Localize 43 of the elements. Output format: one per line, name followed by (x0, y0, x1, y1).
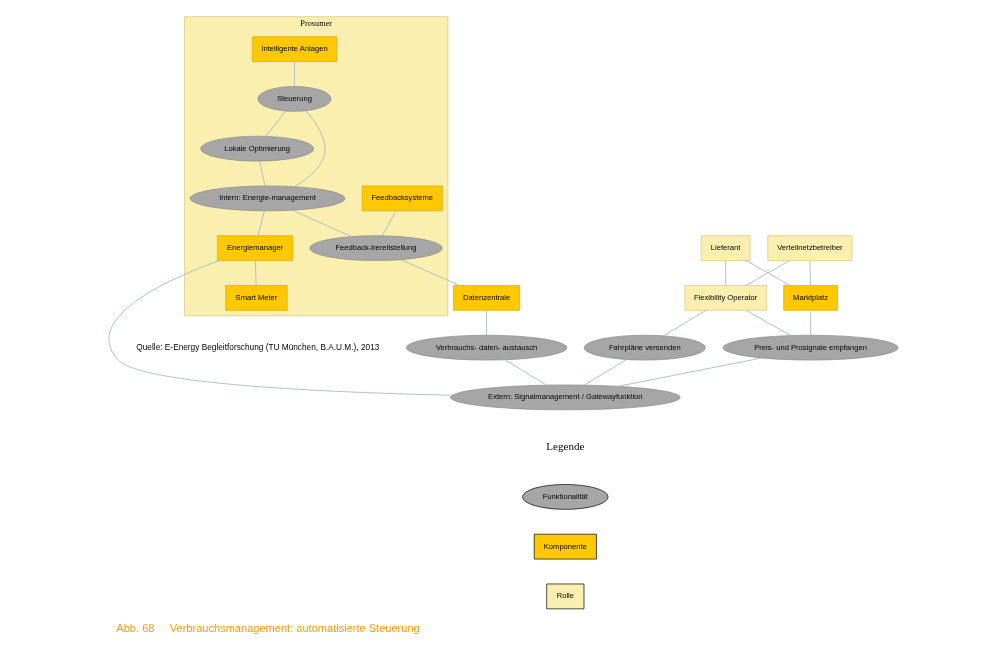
node-box: Marktplatz (782, 285, 838, 311)
legend-label: Rolle (556, 591, 574, 601)
connector (485, 310, 487, 336)
legend-label: Funktionalität (542, 491, 588, 501)
node-box: Intelligente Anlagen (251, 36, 337, 62)
connector (745, 260, 790, 286)
connector (399, 259, 460, 286)
legend-label: Komponente (543, 541, 587, 551)
node-box: Lieferant (700, 235, 750, 261)
connector (745, 310, 791, 336)
node-box: Verteilnetzbetreiber (766, 235, 852, 261)
connector (265, 110, 286, 137)
node-ellipse: Feedback-bereitstellung (308, 235, 443, 261)
node-box: Flexibility Operator (684, 285, 767, 311)
node-ellipse: Intern: Energie-management (189, 185, 345, 212)
node-ellipse: Steuerung (257, 86, 331, 112)
node-box: Datenzentrale (452, 285, 520, 311)
connector (617, 357, 762, 387)
node-ellipse: Lokale Optimierung (199, 135, 314, 162)
node-ellipse: Fahrpläne versenden (583, 334, 706, 361)
connector (583, 359, 627, 386)
node-box: Feedbacksysteme (361, 185, 443, 212)
node-box: Energiemanager (216, 235, 293, 261)
connector (254, 260, 257, 286)
connector (504, 359, 547, 386)
connector (724, 260, 726, 286)
node-ellipse: Extern: Signalmanagement / Gatewayfunktion (449, 384, 681, 411)
label: Quelle: E-Energy Begleitforschung (TU München, B.A.U.M.), 2013 (135, 341, 379, 352)
node-ellipse: Verbrauchs- daten- austausch (405, 334, 567, 361)
connector (107, 260, 452, 396)
connector (291, 209, 352, 237)
node-box: Smart Meter (224, 285, 288, 311)
connector (662, 310, 706, 337)
connector (257, 210, 265, 237)
label: Legende (545, 439, 584, 452)
connector (293, 110, 325, 188)
connector (293, 61, 295, 87)
node-ellipse: Preis- und Prosignale empfangen (722, 334, 898, 361)
connector (809, 310, 811, 336)
connector (381, 210, 396, 237)
connector (258, 160, 265, 187)
caption: Abb. 68 Verbrauchsmanagement: automatisierte Steuerung (115, 621, 420, 634)
connector (809, 260, 811, 286)
